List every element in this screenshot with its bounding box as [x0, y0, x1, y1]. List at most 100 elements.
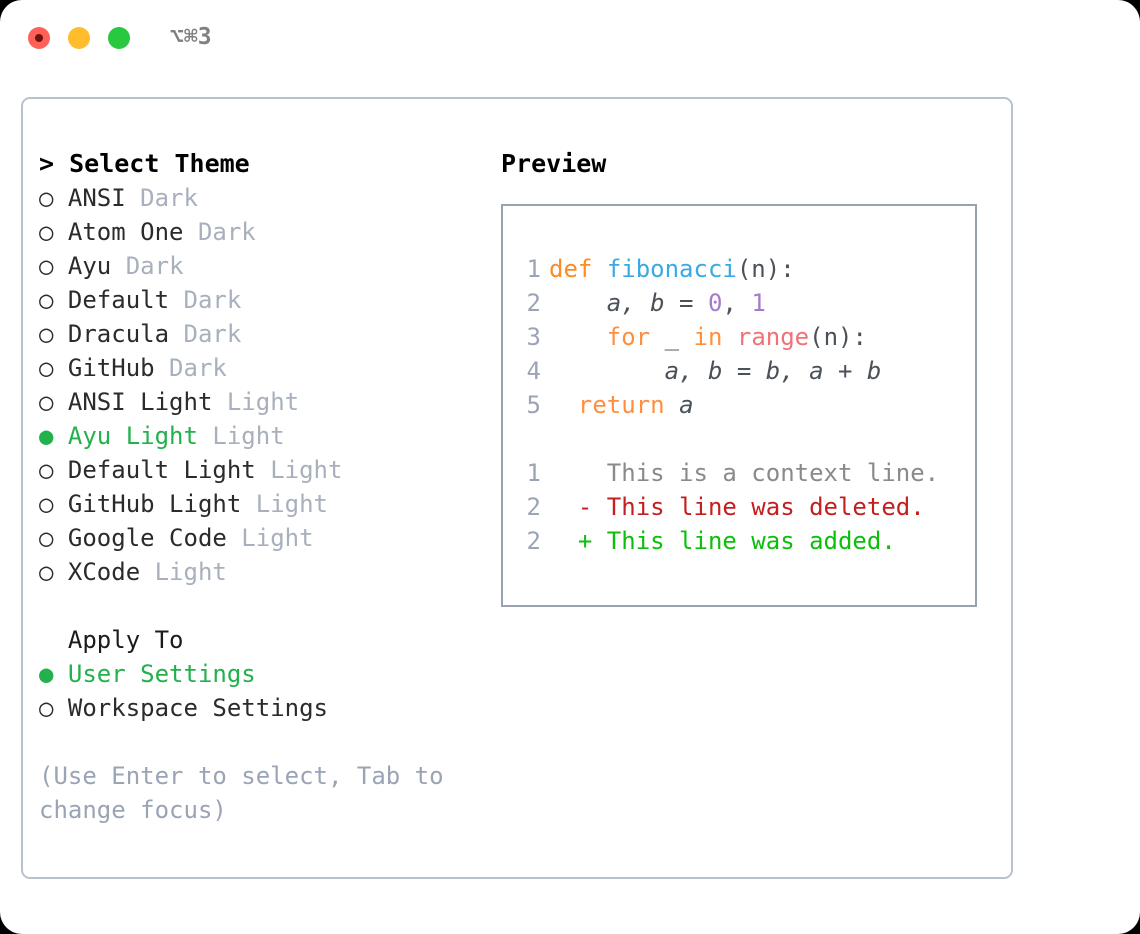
- theme-option[interactable]: ○ GitHub Dark: [39, 351, 469, 385]
- apply-to-label: Workspace Settings: [67, 694, 328, 722]
- theme-option[interactable]: ● Ayu Light Light: [39, 419, 469, 453]
- radio-unselected-icon: ○: [39, 524, 68, 552]
- theme-option[interactable]: ○ Default Light Light: [39, 453, 469, 487]
- apply-to-option-list[interactable]: ● User Settings○ Workspace Settings: [39, 657, 469, 725]
- code-line: 5 return a: [519, 388, 939, 422]
- code-token: 1: [751, 289, 766, 317]
- apply-to-label: User Settings: [67, 660, 256, 688]
- theme-option-list[interactable]: ○ ANSI Dark○ Atom One Dark○ Ayu Dark○ De…: [39, 181, 469, 589]
- code-token: range: [736, 323, 810, 351]
- theme-option[interactable]: ○ Google Code Light: [39, 521, 469, 555]
- theme-option[interactable]: ○ Atom One Dark: [39, 215, 469, 249]
- diff-line: 2 - This line was deleted.: [519, 490, 939, 524]
- close-window-button[interactable]: [28, 27, 50, 49]
- line-number: 2: [526, 493, 541, 521]
- line-number: 2: [526, 289, 541, 317]
- apply-to-heading: Apply To: [39, 626, 184, 654]
- theme-option[interactable]: ○ Dracula Dark: [39, 317, 469, 351]
- theme-option-label: Ayu Light: [67, 422, 198, 450]
- line-number: 1: [526, 459, 541, 487]
- radio-selected-icon: ●: [39, 660, 68, 688]
- code-token: [592, 255, 606, 283]
- code-token: [549, 323, 607, 351]
- line-number: 5: [526, 391, 541, 419]
- theme-option[interactable]: ○ ANSI Light Light: [39, 385, 469, 419]
- diff-line: 2 + This line was added.: [519, 524, 939, 558]
- theme-variant-label: Dark: [169, 320, 242, 348]
- radio-unselected-icon: ○: [39, 354, 68, 382]
- keyboard-shortcut-label: ⌥⌘3: [170, 24, 212, 50]
- code-token: in: [693, 323, 723, 351]
- theme-option[interactable]: ○ Default Dark: [39, 283, 469, 317]
- theme-variant-label: Light: [241, 490, 328, 518]
- code-token: =: [679, 289, 708, 317]
- radio-unselected-icon: ○: [39, 456, 68, 484]
- diff-line-text: This is a context line.: [549, 459, 940, 487]
- radio-unselected-icon: ○: [39, 558, 68, 586]
- radio-unselected-icon: ○: [39, 218, 68, 246]
- code-token: [549, 391, 578, 419]
- section-spacer: [39, 589, 469, 623]
- theme-option[interactable]: ○ Ayu Dark: [39, 249, 469, 283]
- theme-option-label: ANSI: [67, 184, 126, 212]
- code-token: return: [577, 391, 665, 419]
- theme-variant-label: Light: [226, 524, 314, 552]
- theme-option[interactable]: ○ GitHub Light Light: [39, 487, 469, 521]
- maximize-window-button[interactable]: [108, 27, 130, 49]
- code-token: [549, 289, 607, 317]
- code-token: a: [679, 391, 694, 419]
- line-number: 2: [526, 527, 541, 555]
- theme-option[interactable]: ○ XCode Light: [39, 555, 469, 589]
- code-line: 2 a, b = 0, 1: [519, 286, 939, 320]
- theme-variant-label: Dark: [154, 354, 227, 382]
- code-token: a, b: [664, 357, 737, 385]
- code-token: [549, 357, 665, 385]
- apply-to-option[interactable]: ○ Workspace Settings: [39, 691, 469, 725]
- radio-unselected-icon: ○: [39, 388, 68, 416]
- code-line: 3 for _ in range(n):: [519, 320, 939, 354]
- code-token: (n):: [809, 323, 867, 351]
- theme-variant-label: Light: [212, 388, 300, 416]
- minimize-window-button[interactable]: [68, 27, 90, 49]
- theme-option-label: Default Light: [67, 456, 256, 484]
- radio-unselected-icon: ○: [39, 320, 68, 348]
- code-token: 0: [707, 289, 723, 317]
- code-token: b, a + b: [765, 357, 882, 385]
- keyboard-hint-text: (Use Enter to select, Tab to change focu…: [39, 762, 459, 824]
- theme-variant-label: Light: [197, 422, 285, 450]
- radio-unselected-icon: ○: [39, 252, 68, 280]
- code-token: [665, 391, 679, 419]
- line-number: 1: [526, 255, 541, 283]
- theme-selection-pane: > Select Theme ○ ANSI Dark○ Atom One Dar…: [39, 147, 469, 827]
- theme-variant-label: Light: [140, 558, 227, 586]
- theme-option-label: Google Code: [67, 524, 227, 552]
- code-token: (n):: [736, 255, 795, 283]
- apply-to-option[interactable]: ● User Settings: [39, 657, 469, 691]
- code-token: for: [606, 323, 651, 351]
- radio-unselected-icon: ○: [39, 694, 68, 722]
- code-line: 1 def fibonacci(n):: [519, 252, 939, 286]
- line-number: 3: [526, 323, 541, 351]
- select-theme-heading: > Select Theme: [39, 149, 250, 178]
- code-token: fibonacci: [606, 255, 737, 283]
- radio-selected-icon: ●: [39, 422, 68, 450]
- theme-option-label: Default: [67, 286, 170, 314]
- diff-line-text: - This line was deleted.: [549, 493, 925, 521]
- code-token: def: [549, 255, 593, 283]
- theme-variant-label: Dark: [169, 286, 242, 314]
- code-token: ,: [722, 289, 752, 317]
- theme-option-label: ANSI Light: [67, 388, 213, 416]
- theme-option-label: GitHub: [67, 354, 155, 382]
- code-token: [722, 323, 736, 351]
- theme-variant-label: Dark: [183, 218, 256, 246]
- code-line: 4 a, b = b, a + b: [519, 354, 939, 388]
- theme-option[interactable]: ○ ANSI Dark: [39, 181, 469, 215]
- hint-spacer: [39, 725, 469, 759]
- code-token: _: [650, 323, 694, 351]
- radio-unselected-icon: ○: [39, 490, 68, 518]
- theme-variant-label: Light: [255, 456, 343, 484]
